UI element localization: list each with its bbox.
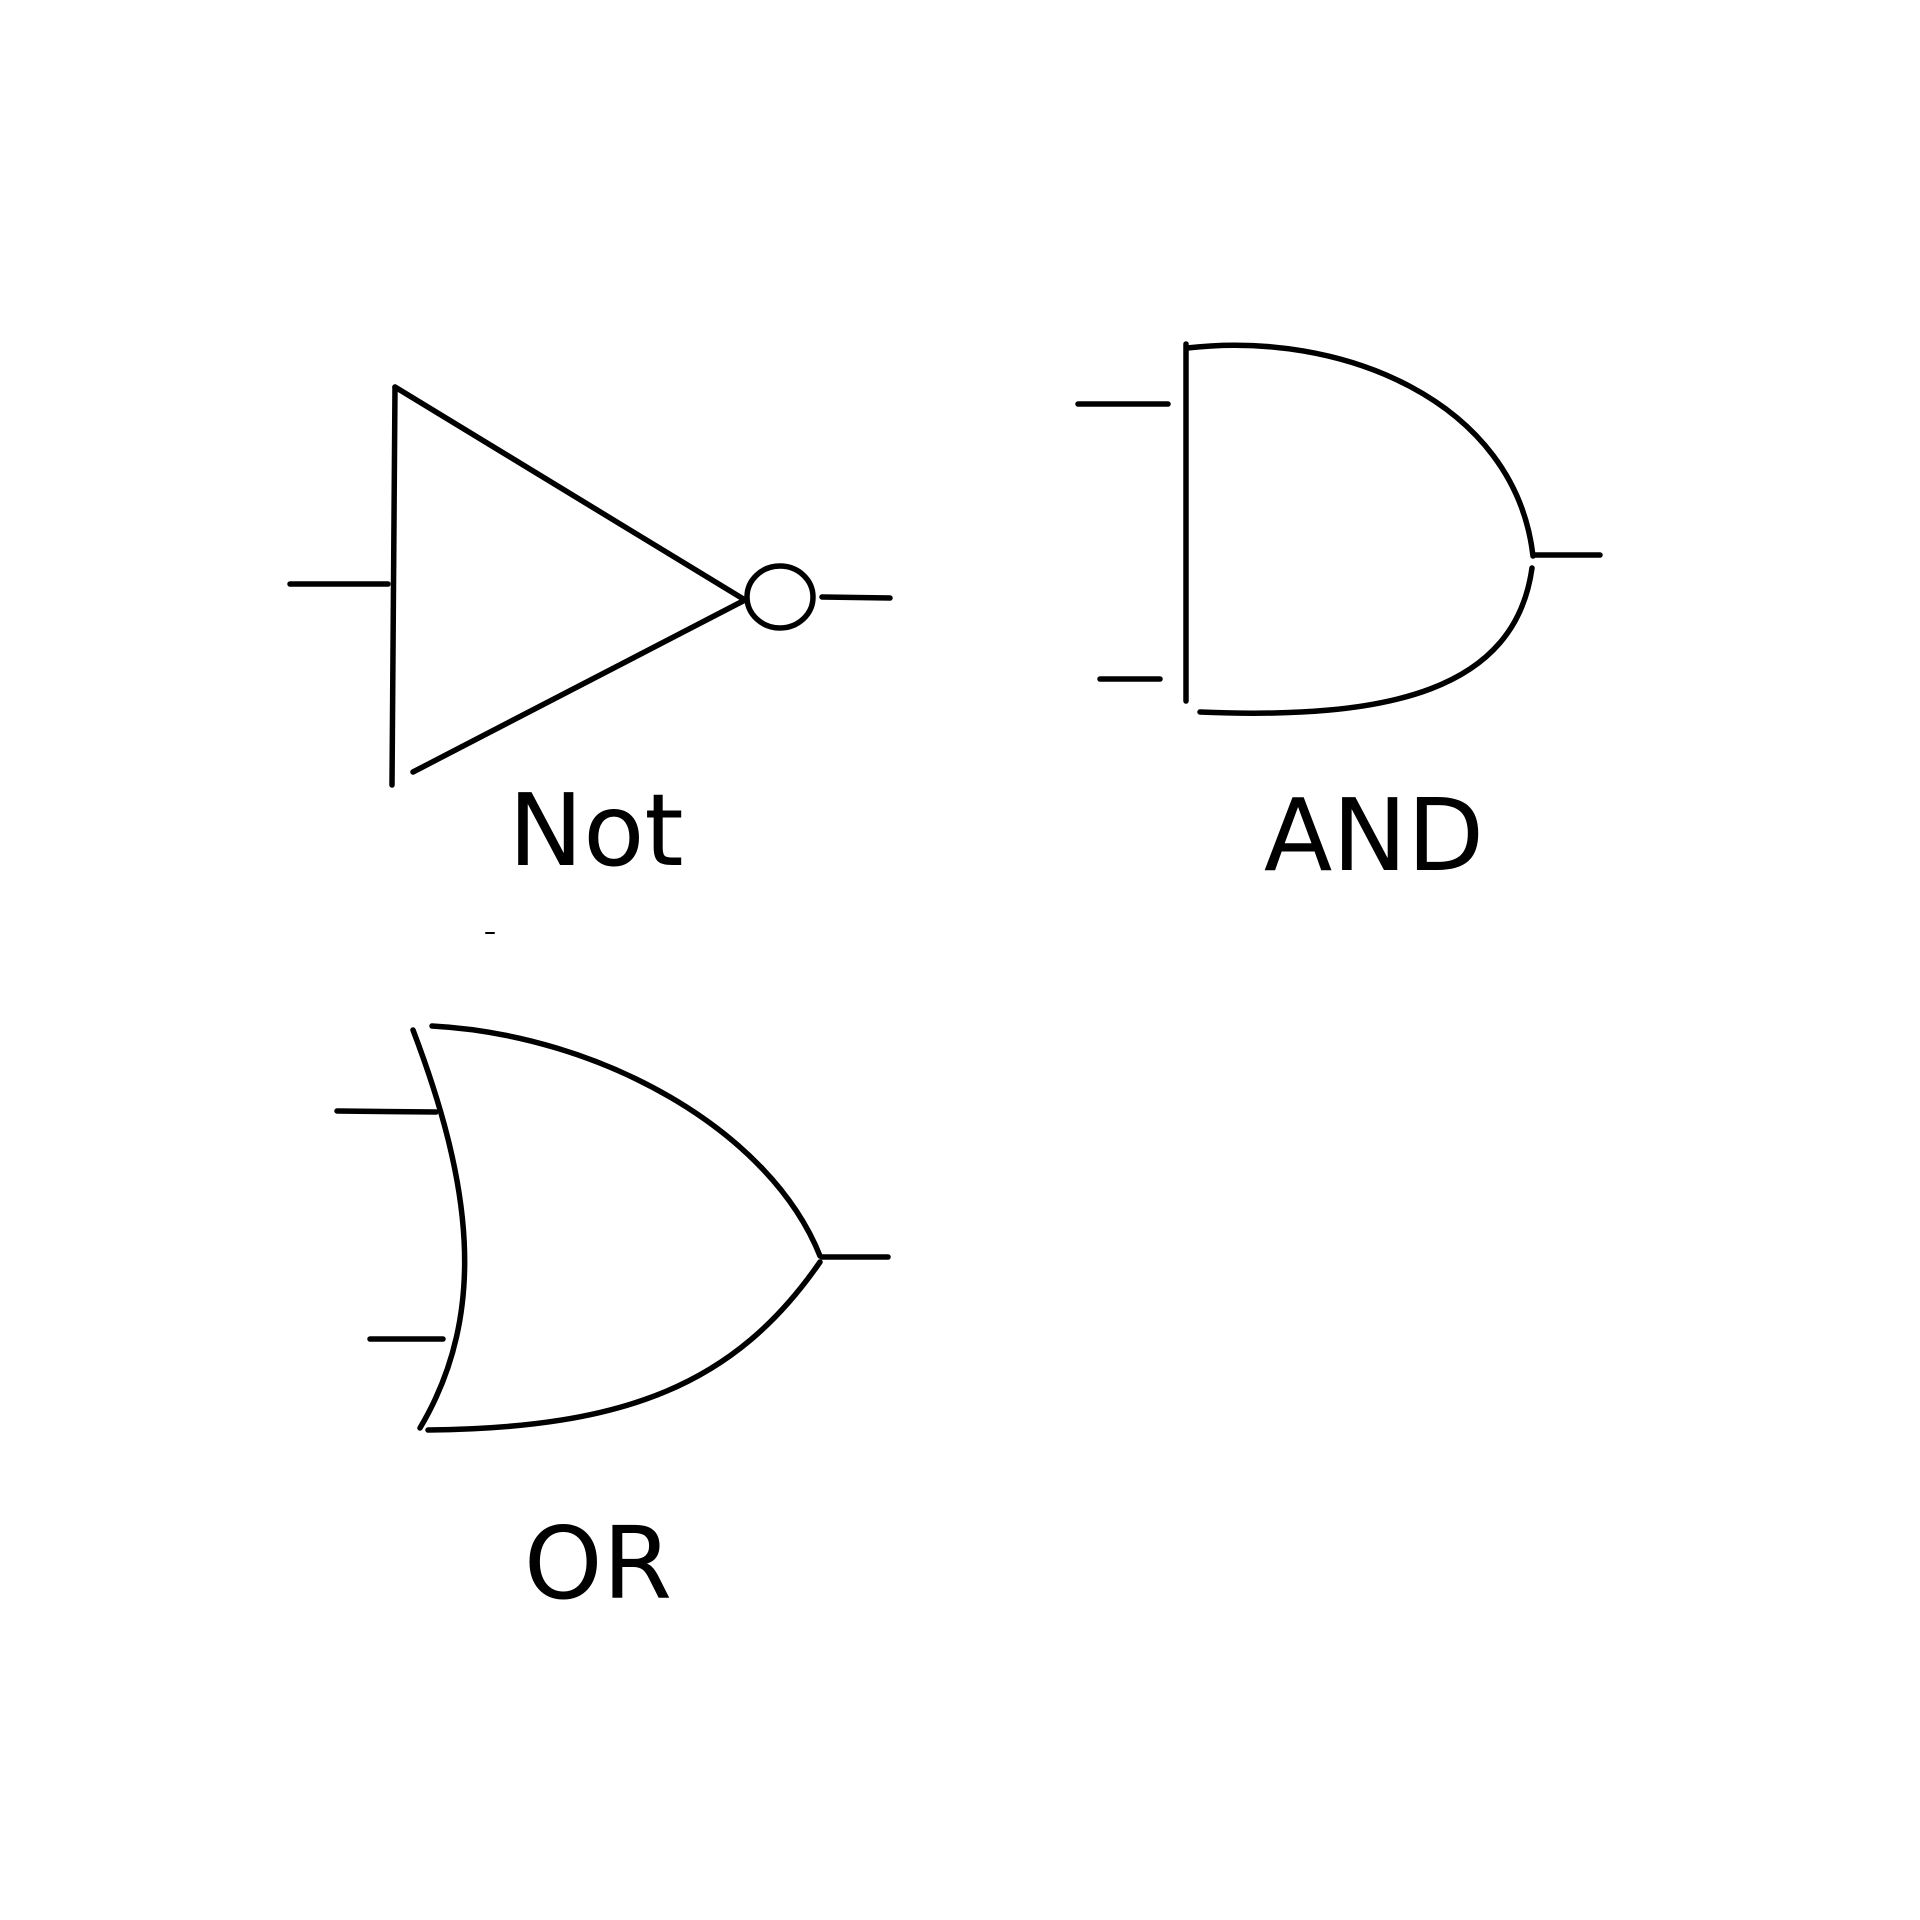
not-gate-label: Not — [508, 772, 683, 889]
or-gate-input-wire-top — [334, 1108, 439, 1115]
not-gate-triangle-body — [389, 384, 398, 788]
or-gate-back-curve — [410, 1027, 468, 1431]
and-gate-curved-body-bottom — [1197, 565, 1535, 716]
not-gate: Not — [287, 384, 893, 889]
not-gate-triangle-top-edge — [392, 384, 748, 603]
or-gate-curved-body-top — [429, 1023, 823, 1259]
not-gate-triangle-bottom-edge — [410, 597, 748, 775]
and-gate: AND — [1075, 341, 1603, 894]
not-gate-inversion-bubble — [744, 563, 816, 631]
not-gate-output-wire — [819, 594, 893, 601]
or-gate-label: OR — [524, 1505, 672, 1622]
or-gate-curved-body-bottom — [425, 1259, 823, 1433]
and-gate-curved-body-top — [1184, 342, 1536, 559]
or-gate: OR — [334, 1023, 891, 1622]
and-gate-label: AND — [1264, 777, 1484, 894]
